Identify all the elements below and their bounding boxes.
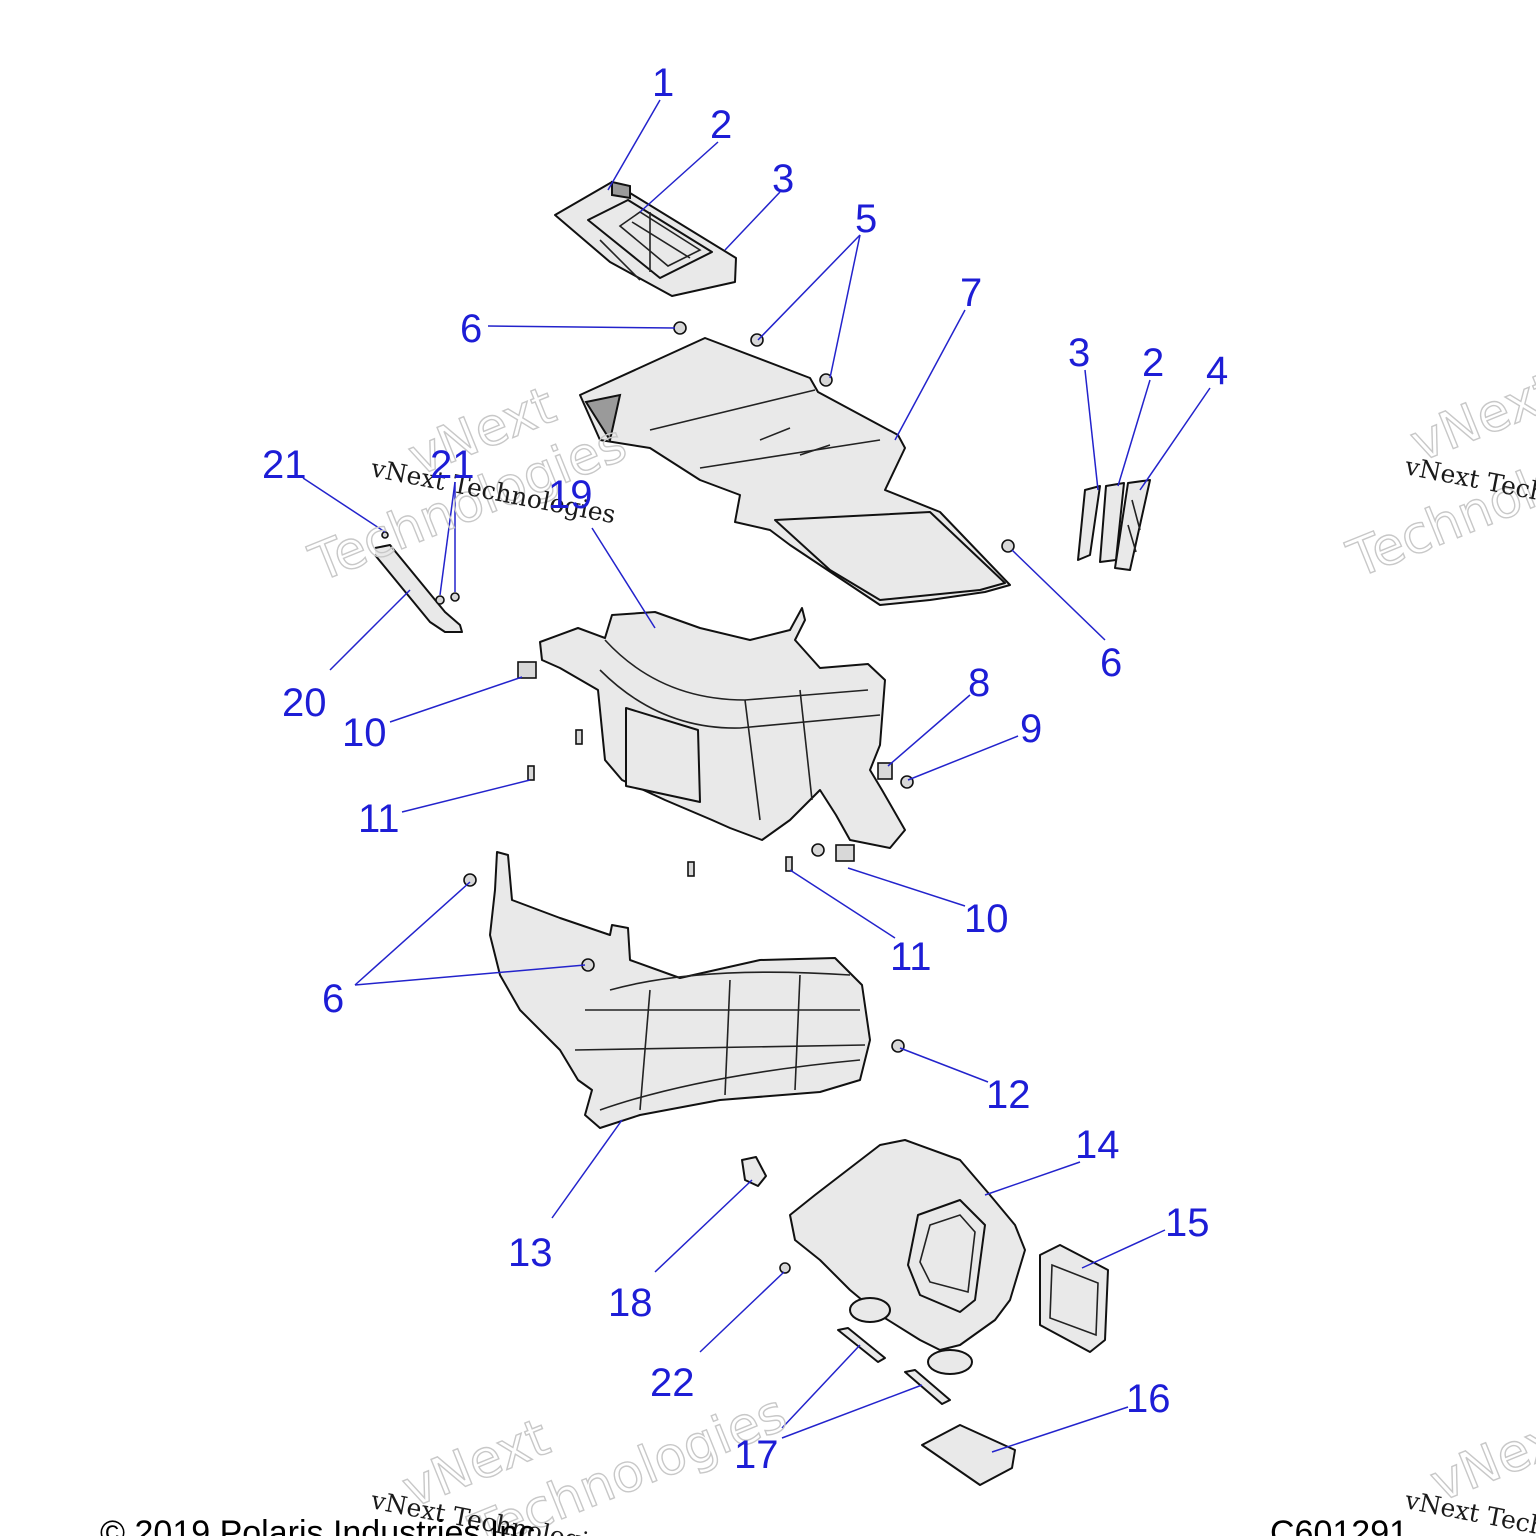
callout-3: 3 xyxy=(772,157,794,201)
callout-5: 5 xyxy=(855,197,877,241)
bracket xyxy=(374,531,463,633)
center-duct-housing xyxy=(539,607,906,849)
callout-22: 22 xyxy=(650,1361,695,1405)
upper-intake-duct xyxy=(579,337,1011,606)
callout-12: 12 xyxy=(986,1073,1031,1117)
push-rivet xyxy=(779,1262,791,1274)
copyright-notice: © 2019 Polaris Industries Inc. xyxy=(100,1514,545,1536)
callout-11: 11 xyxy=(890,935,932,979)
callout-4: 4 xyxy=(1206,349,1228,393)
callout-20: 20 xyxy=(282,681,327,725)
callout-2: 2 xyxy=(710,103,732,147)
lower-intake-duct xyxy=(489,851,871,1129)
leader-lines xyxy=(302,99,1211,1453)
callout-6: 6 xyxy=(322,977,344,1021)
side-vent-screens xyxy=(1077,479,1151,571)
callout-17: 17 xyxy=(734,1433,779,1477)
callout-7: 7 xyxy=(960,271,982,315)
knob-fastener xyxy=(741,1156,767,1187)
callout-3: 3 xyxy=(1068,331,1090,375)
callout-21: 21 xyxy=(430,443,475,487)
callout-9: 9 xyxy=(1020,707,1042,751)
callout-16: 16 xyxy=(1126,1377,1171,1421)
callout-18: 18 xyxy=(608,1281,653,1325)
callout-10: 10 xyxy=(342,711,387,755)
callout-6: 6 xyxy=(1100,641,1122,685)
intake-screen-assembly xyxy=(554,180,737,297)
callout-13: 13 xyxy=(508,1231,553,1275)
label-decal xyxy=(921,1424,1016,1486)
figure-code: C601291 xyxy=(1270,1514,1408,1536)
hose-clamps xyxy=(837,1327,951,1405)
callout-21: 21 xyxy=(262,443,307,487)
callout-11: 11 xyxy=(358,797,400,841)
callout-6: 6 xyxy=(460,307,482,351)
callout-15: 15 xyxy=(1165,1201,1210,1245)
fasteners xyxy=(463,321,1015,1053)
callout-1: 1 xyxy=(652,61,674,105)
airbox xyxy=(789,1139,1109,1375)
callout-2: 2 xyxy=(1142,341,1164,385)
callout-19: 19 xyxy=(548,473,593,517)
callout-8: 8 xyxy=(968,661,990,705)
callout-10: 10 xyxy=(964,897,1009,941)
callout-14: 14 xyxy=(1075,1123,1120,1167)
callout-labels: 1 2 3 5 6 7 3 2 4 21 21 19 6 20 10 8 9 1… xyxy=(262,61,1228,1477)
